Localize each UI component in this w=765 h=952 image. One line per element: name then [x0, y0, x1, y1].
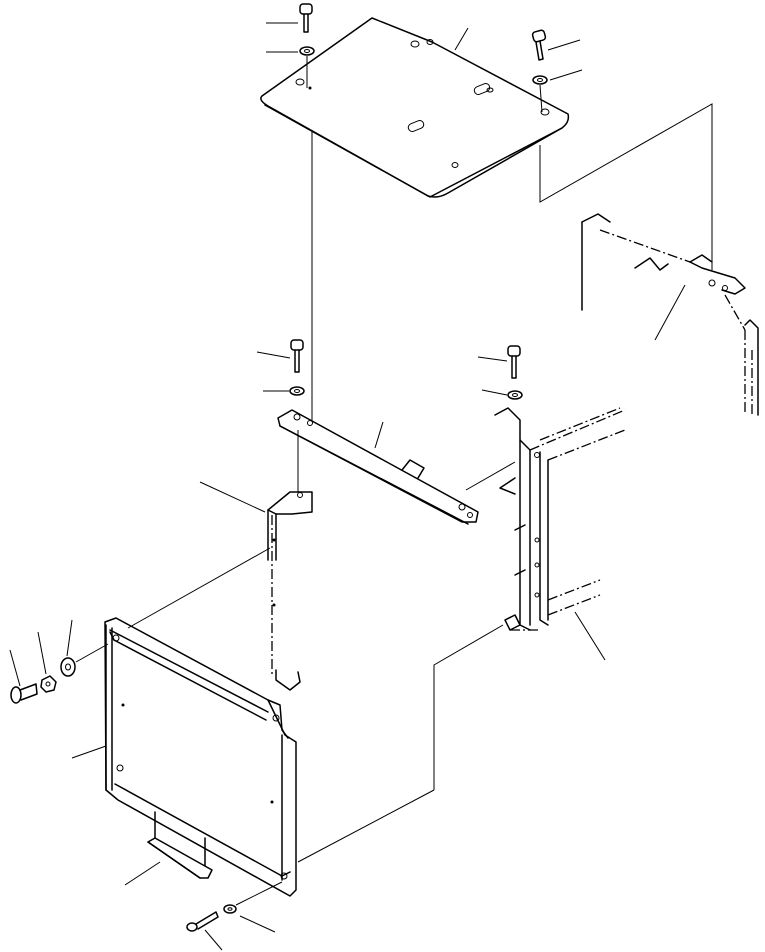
callout-leaders-left	[9, 619, 107, 759]
vertical-stay	[199, 481, 313, 691]
frame-upper-right	[581, 213, 759, 416]
flat-washer	[60, 657, 76, 677]
lock-washer	[289, 386, 305, 396]
mounting-bolt	[290, 339, 304, 373]
frame-lower-right	[494, 407, 626, 661]
mounting-bolt	[299, 3, 313, 33]
hex-nut	[40, 675, 57, 693]
support-bracket-rail	[277, 409, 479, 525]
mounting-bolt	[10, 683, 38, 704]
mounting-bolt	[507, 345, 521, 379]
mounting-bolt	[531, 29, 547, 61]
lock-washer	[507, 390, 523, 400]
lock-washer	[532, 75, 548, 85]
side-cover-panel	[104, 617, 297, 897]
flat-washer	[223, 904, 237, 914]
lock-washer	[299, 46, 315, 56]
callout-leaders-bottom	[204, 915, 276, 951]
mounting-bolt	[186, 911, 219, 932]
callout-leaders-middle	[256, 351, 508, 449]
handle-grip	[124, 811, 213, 886]
callout-leaders-top	[266, 22, 583, 81]
top-cover-plate	[260, 17, 570, 198]
